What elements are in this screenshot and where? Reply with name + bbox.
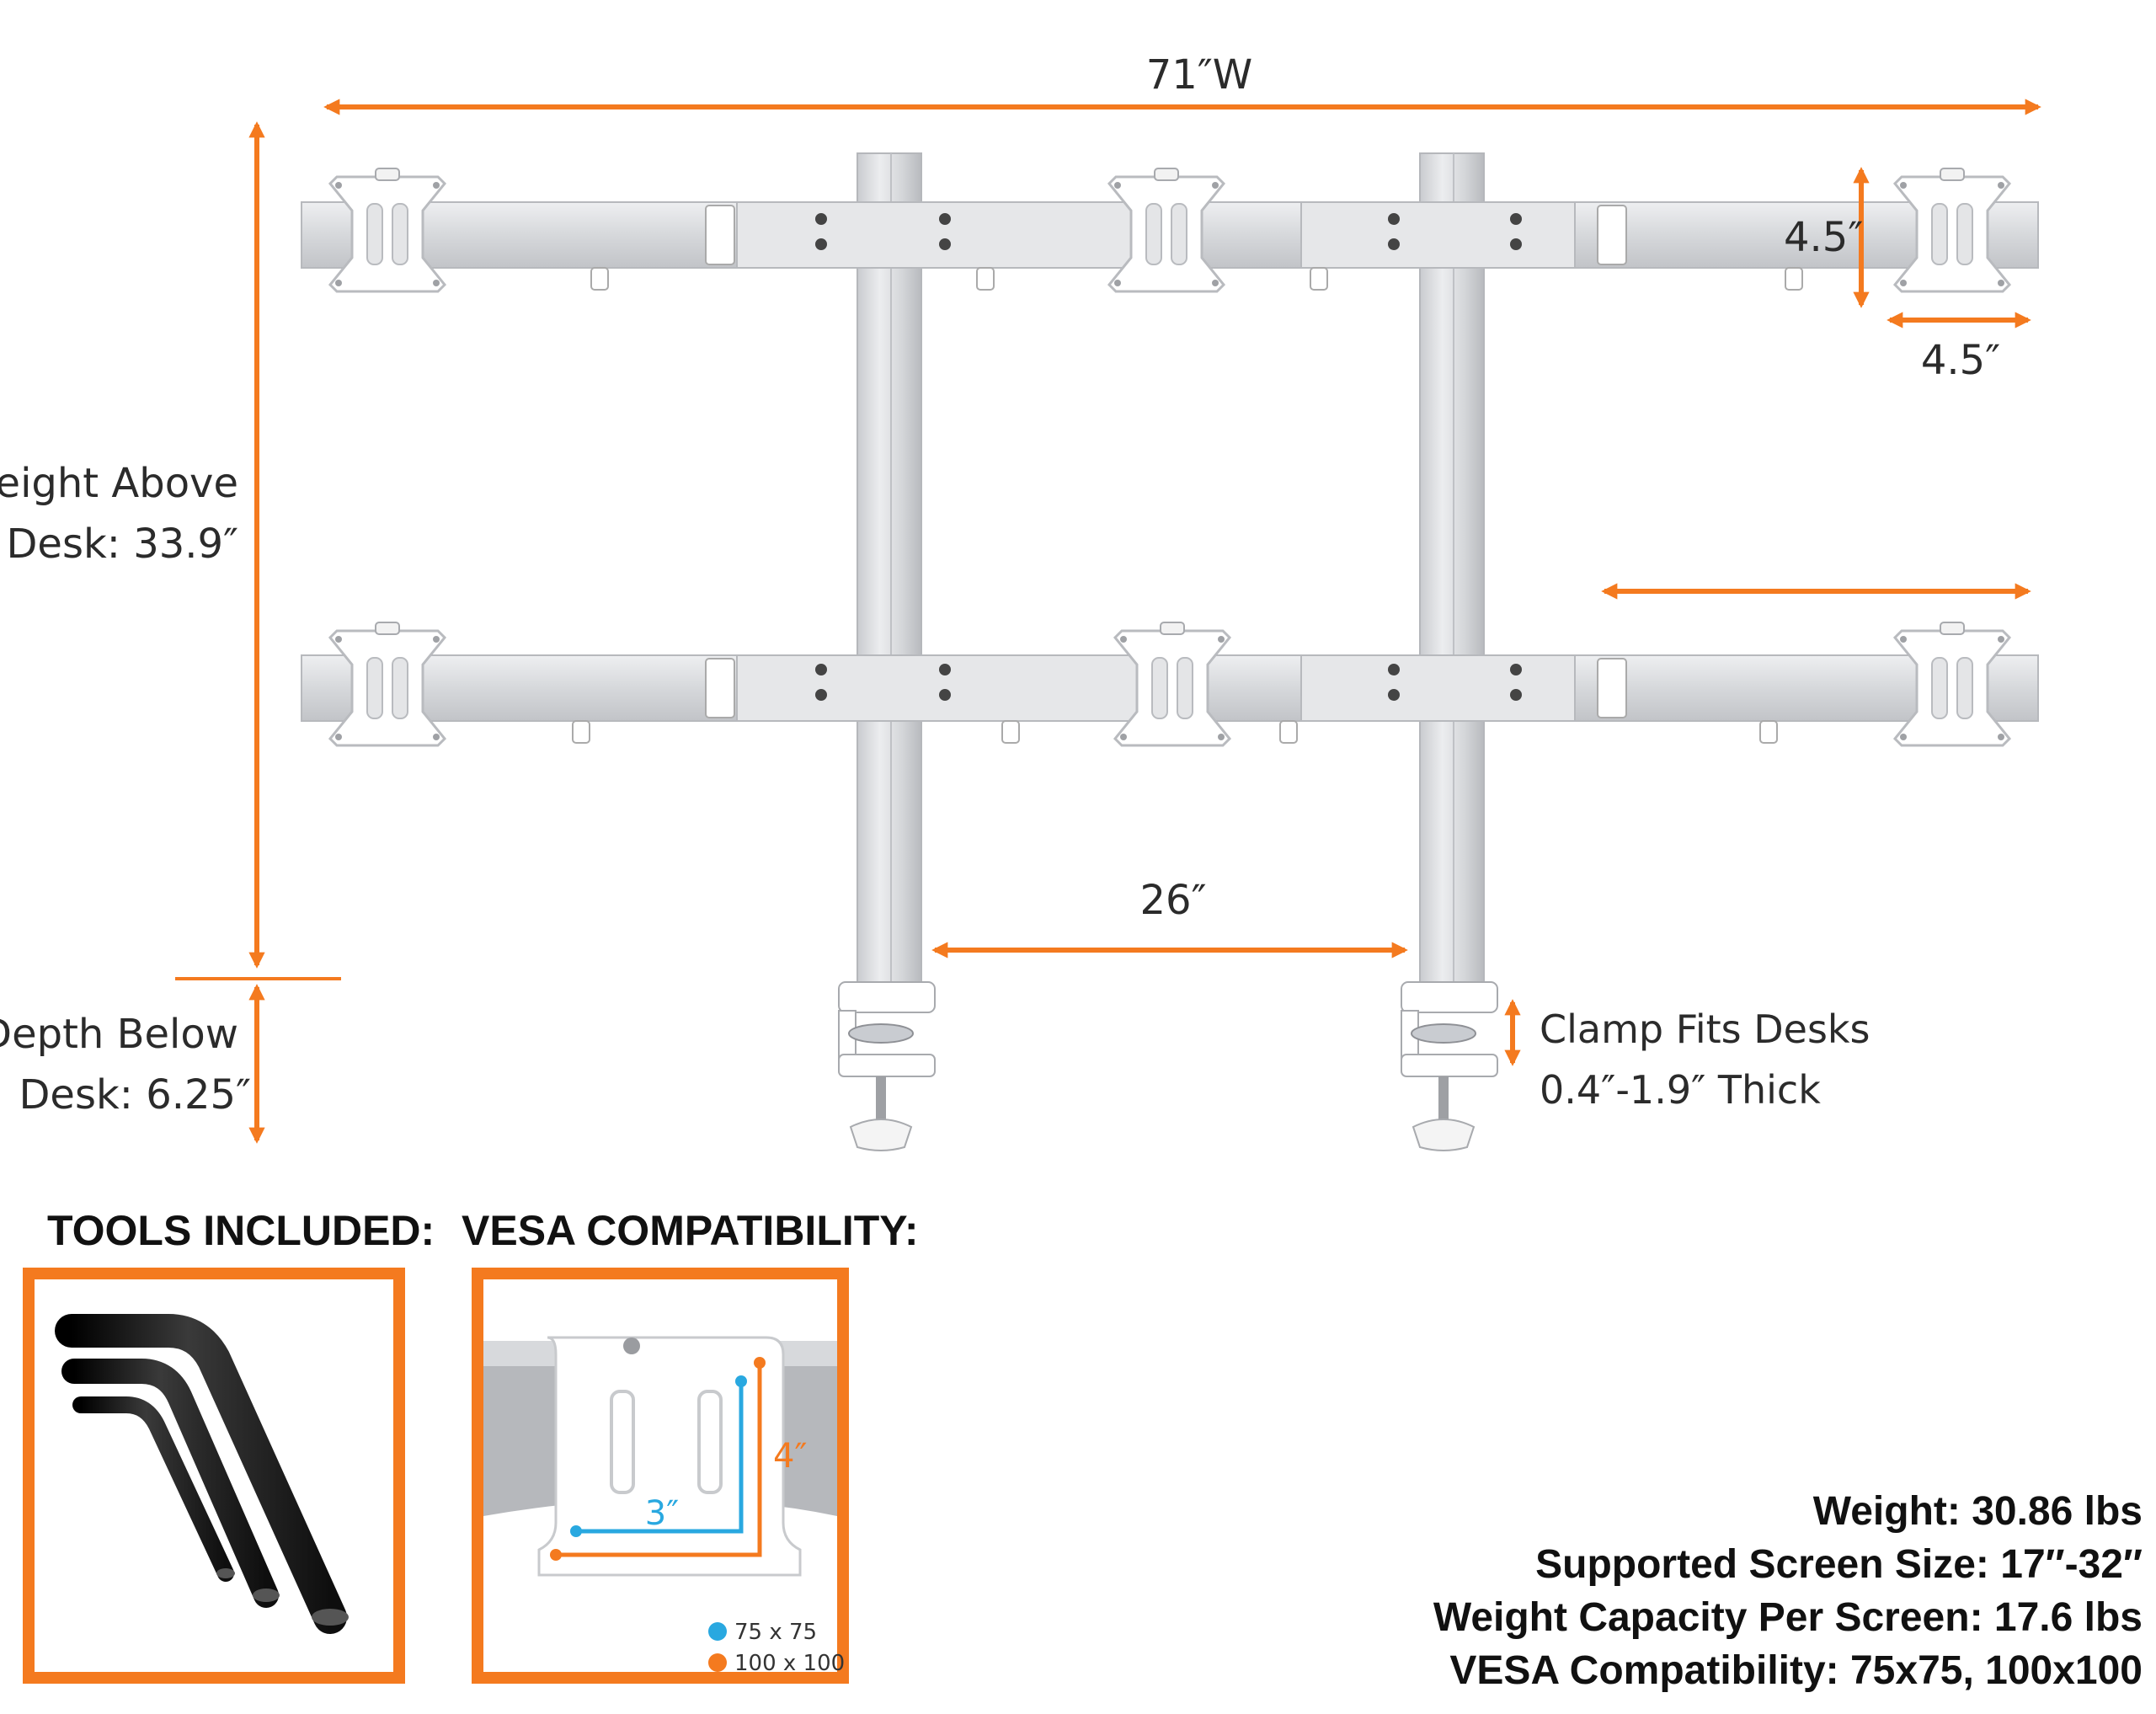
spec-screen-size: Supported Screen Size: 17″-32″	[1535, 1542, 2143, 1587]
width-label: 71″W	[1146, 51, 1252, 99]
vesa-legend-75: 75 x 75	[734, 1620, 817, 1645]
vesa-label-large: 4″	[773, 1437, 807, 1476]
vesa-label-small: 3″	[645, 1494, 679, 1533]
hex-key-set-icon	[55, 1314, 349, 1634]
tools-panel	[23, 1268, 405, 1684]
vesa-legend-100-swatch	[708, 1653, 727, 1672]
dimension-arrows	[175, 99, 2041, 1144]
vesa-legend-100: 100 x 100	[734, 1651, 845, 1676]
tools-heading: TOOLS INCLUDED:	[47, 1207, 435, 1254]
spec-weight: Weight: 30.86 lbs	[1813, 1489, 2143, 1534]
vesa-plate-bottom-right	[1892, 622, 2012, 747]
left-desk-clamp	[838, 981, 936, 1151]
specs-list: Weight: 30.86 lbs Supported Screen Size:…	[1433, 1489, 2143, 1693]
vesa-heading: VESA COMPATIBILITY:	[462, 1207, 919, 1254]
vesa-plate-photo	[537, 1336, 802, 1577]
vesa-legend-75-swatch	[708, 1622, 727, 1641]
vesa-plate-top-center	[1107, 168, 1226, 293]
spec-vesa: VESA Compatibility: 75x75, 100x100	[1449, 1648, 2143, 1693]
depth-label-line2: Desk: 6.25″	[19, 1071, 251, 1119]
pole-spacing-label: 26″	[1139, 877, 1206, 924]
vesa-plate-top-left	[328, 168, 447, 293]
depth-label-line1: Depth Below	[0, 1011, 238, 1058]
height-label-line2: Desk: 33.9″	[6, 521, 238, 568]
vesa-legend: 75 x 75 100 x 100	[708, 1620, 845, 1676]
plate-height-label: 4.5″	[1784, 214, 1863, 261]
vesa-plate-bottom-center	[1113, 622, 1232, 747]
clamp-label-line2: 0.4″-1.9″ Thick	[1540, 1067, 1821, 1113]
clamp-label-line1: Clamp Fits Desks	[1540, 1007, 1870, 1052]
spec-weight-capacity: Weight Capacity Per Screen: 17.6 lbs	[1433, 1595, 2143, 1640]
vesa-plate-top-right	[1892, 168, 2012, 293]
vesa-plate-bottom-left	[328, 622, 447, 747]
right-pole	[1419, 152, 1485, 1001]
vesa-plates	[328, 168, 2012, 747]
vesa-panel: 4″ 3″ 75 x 75 100 x 100	[472, 1268, 849, 1684]
left-pole	[857, 152, 922, 1001]
right-desk-clamp	[1401, 981, 1498, 1151]
plate-width-label: 4.5″	[1921, 337, 2000, 384]
height-label-line1: Height Above	[0, 460, 238, 507]
